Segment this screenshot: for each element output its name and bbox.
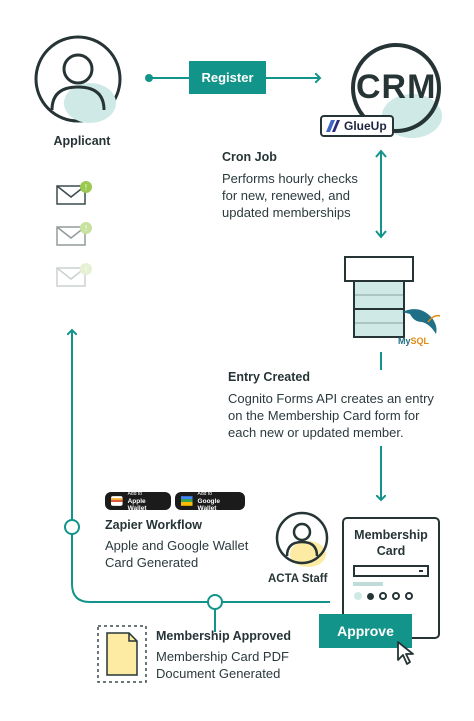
cron-line: for new, renewed, and <box>222 188 350 203</box>
staff-avatar <box>274 510 330 568</box>
crm-logo <box>346 40 446 140</box>
approved-line: Membership Card PDF <box>156 649 289 664</box>
card-title-line: Membership <box>354 528 428 542</box>
entry-line: each new or updated member. <box>228 425 404 440</box>
approve-button[interactable]: Approve <box>319 614 412 648</box>
card-title-line: Card <box>376 544 406 558</box>
cron-line: updated memberships <box>222 205 351 220</box>
register-badge: Register <box>189 61 266 94</box>
pdf-document-icon <box>97 625 147 683</box>
cursor-icon <box>396 640 418 671</box>
card-input-field <box>353 565 429 577</box>
wallet-icon <box>111 496 123 506</box>
approved-text: Membership Card PDF Document Generated <box>156 648 289 682</box>
entry-text: Cognito Forms API creates an entry on th… <box>228 390 434 441</box>
approved-title: Membership Approved <box>156 629 291 643</box>
email-icon: ! <box>55 221 93 254</box>
cron-connector <box>375 149 387 239</box>
applicant-avatar <box>32 35 124 125</box>
wallet-icon <box>181 496 193 506</box>
entry-line: on the Membership Card form for <box>228 408 420 423</box>
entry-line: Cognito Forms API creates an entry <box>228 391 434 406</box>
card-text-placeholder <box>353 582 383 586</box>
google-wallet-small: Add to <box>197 490 213 497</box>
svg-text:!: ! <box>85 265 87 274</box>
applicant-label: Applicant <box>53 134 111 148</box>
google-wallet-big: Google Wallet <box>197 497 220 512</box>
cron-line: Performs hourly checks <box>222 171 358 186</box>
svg-text:!: ! <box>85 183 87 192</box>
card-title: Membership Card <box>344 527 438 559</box>
cron-text: Performs hourly checks for new, renewed,… <box>222 170 358 221</box>
crm-logo-text: CRM <box>356 68 437 106</box>
svg-text:!: ! <box>85 224 87 233</box>
mysql-text: MySQL <box>398 336 430 346</box>
mysql-label: MySQL <box>398 336 429 346</box>
zapier-title: Zapier Workflow <box>105 518 203 532</box>
email-icon: ! <box>55 262 93 295</box>
glueup-icon <box>326 120 340 132</box>
database-icon <box>340 252 450 352</box>
glueup-badge: GlueUp <box>320 115 394 137</box>
return-connector <box>64 330 330 632</box>
zapier-line: Apple and Google Wallet <box>105 538 249 553</box>
apple-wallet-small: Add to <box>127 490 143 497</box>
cron-title: Cron Job <box>222 150 277 164</box>
email-icon: ! <box>55 180 93 213</box>
approved-line: Document Generated <box>156 666 281 681</box>
apple-wallet-big: Apple Wallet <box>127 497 147 512</box>
card-pagination <box>354 592 438 600</box>
zapier-line: Card Generated <box>105 555 199 570</box>
glueup-text: GlueUp <box>344 119 387 133</box>
entry-title: Entry Created <box>228 370 310 384</box>
staff-label: ACTA Staff <box>268 573 328 585</box>
zapier-text: Apple and Google Wallet Card Generated <box>105 537 248 571</box>
